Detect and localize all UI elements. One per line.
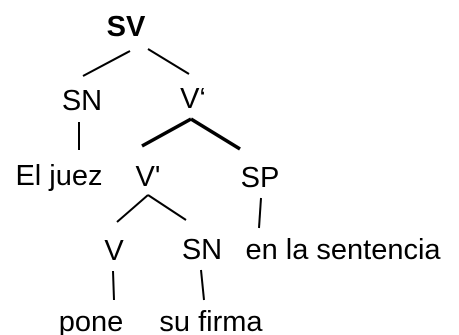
node-sn-inner: SN — [182, 234, 222, 266]
node-v-bar-inner: V' — [136, 161, 161, 193]
edge-sv-vbar — [147, 48, 190, 75]
edge-sn-su-firma — [200, 269, 205, 301]
node-el-juez: El juez — [15, 160, 102, 192]
edge-vbar-inner-sn — [147, 194, 187, 221]
edge-sv-sn — [82, 50, 131, 77]
node-pone: pone — [59, 306, 124, 335]
edge-vbar-vbar-inner — [141, 117, 192, 148]
node-sp: SP — [241, 162, 280, 194]
edge-v-pone — [112, 270, 115, 301]
edge-vbar-sp — [190, 117, 241, 151]
node-su-firma: su firma — [159, 306, 263, 335]
node-sv: SV — [107, 11, 146, 43]
node-v-bar-top: V‘ — [180, 83, 206, 115]
edge-vbar-inner-v — [116, 194, 149, 223]
edge-sp-en-la-sentencia — [258, 197, 262, 229]
node-en-la-sentencia: en la sentencia — [245, 234, 441, 266]
node-sn-top: SN — [62, 85, 102, 117]
node-v: V — [104, 235, 124, 267]
